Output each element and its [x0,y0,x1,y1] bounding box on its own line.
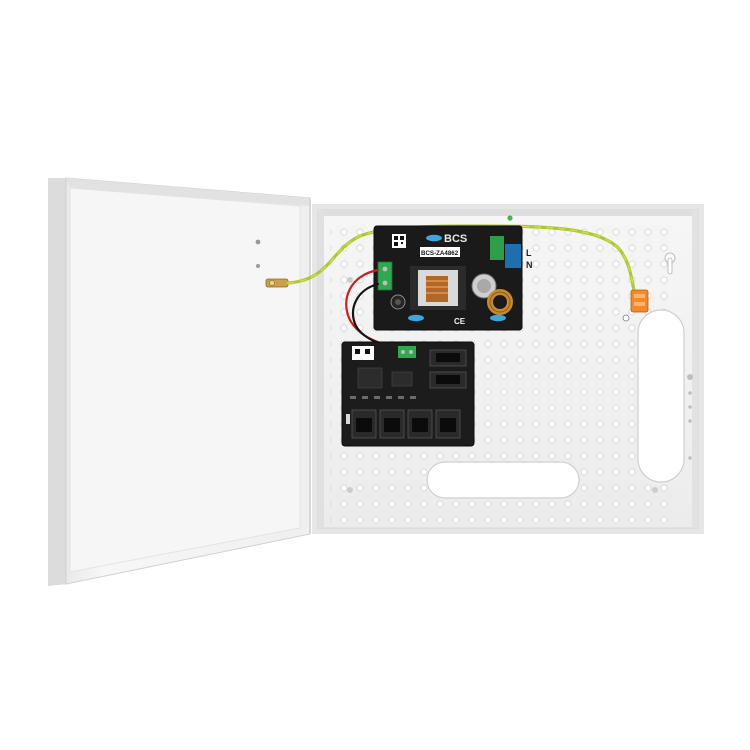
switch-chip [357,367,383,389]
psu-model-label: BCS-ZA4862 [421,250,459,257]
relay-component [490,236,504,260]
power-input-terminal [398,346,416,358]
cable-cutout-bottom [426,461,580,499]
psu-board: BCS BCS-ZA4862 [373,225,533,331]
earth-connector [630,289,649,313]
rj45-port [429,349,467,367]
psu-brand-label: BCS [444,233,467,245]
rj45-port [351,409,377,439]
side-screw [688,391,692,395]
rj45-port [435,409,461,439]
terminal-label-n: N [526,260,533,270]
side-screw [688,456,692,460]
rj45-port [379,409,405,439]
ce-mark: CE [454,317,466,326]
door-screw-hole [256,264,260,268]
side-screw [687,374,693,380]
side-screw [688,405,692,409]
terminal-label-l: L [526,248,532,258]
keyhole-mount [664,252,676,275]
rj45-port [429,371,467,389]
cable-cutout-side [637,309,685,483]
enclosure-door [48,177,311,586]
transformer [410,266,466,310]
door-screw-hole [255,239,261,245]
psu-label-sticker [420,247,460,257]
side-screw [688,419,692,423]
rj45-port [407,409,433,439]
door-earth-terminal [265,278,289,288]
top-led-indicator [507,215,513,221]
dc-terminal-block [377,261,393,291]
poe-switch-board [341,341,475,447]
terminal-blue [505,244,521,268]
